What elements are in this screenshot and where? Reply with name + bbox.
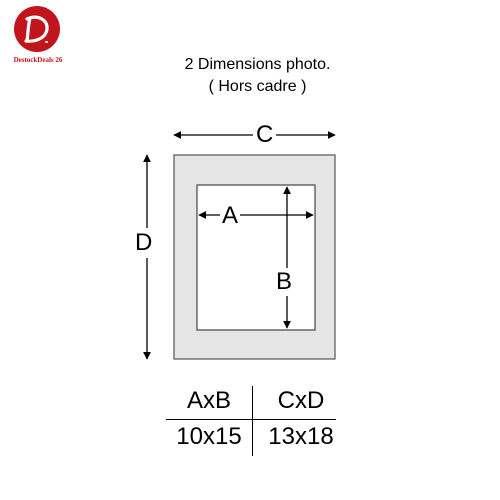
- size-table: AxB CxD 10x15 13x18: [166, 384, 352, 458]
- page-title: 2 Dimensions photo. ( Hors cadre ): [0, 54, 500, 98]
- header-cxd: CxD: [277, 387, 325, 414]
- logo-d-icon: [24, 15, 49, 43]
- table-divider-horizontal: [166, 419, 336, 420]
- label-c: C: [253, 122, 277, 148]
- inner-photo: [196, 184, 316, 331]
- title-line-1: 2 Dimensions photo.: [184, 56, 331, 73]
- header-axb: AxB: [186, 387, 231, 414]
- label-a: A: [220, 202, 241, 229]
- brand-name: DestockDeals 26: [13, 56, 63, 64]
- label-d: D: [135, 228, 153, 258]
- label-b: B: [275, 268, 294, 296]
- logo-badge: [14, 6, 60, 52]
- value-axb: 10x15: [176, 423, 242, 450]
- title-line-2: ( Hors cadre ): [208, 78, 307, 95]
- table-divider-vertical: [252, 386, 253, 456]
- brand-logo: DestockDeals 26: [8, 6, 68, 72]
- value-cxd: 13x18: [268, 423, 334, 450]
